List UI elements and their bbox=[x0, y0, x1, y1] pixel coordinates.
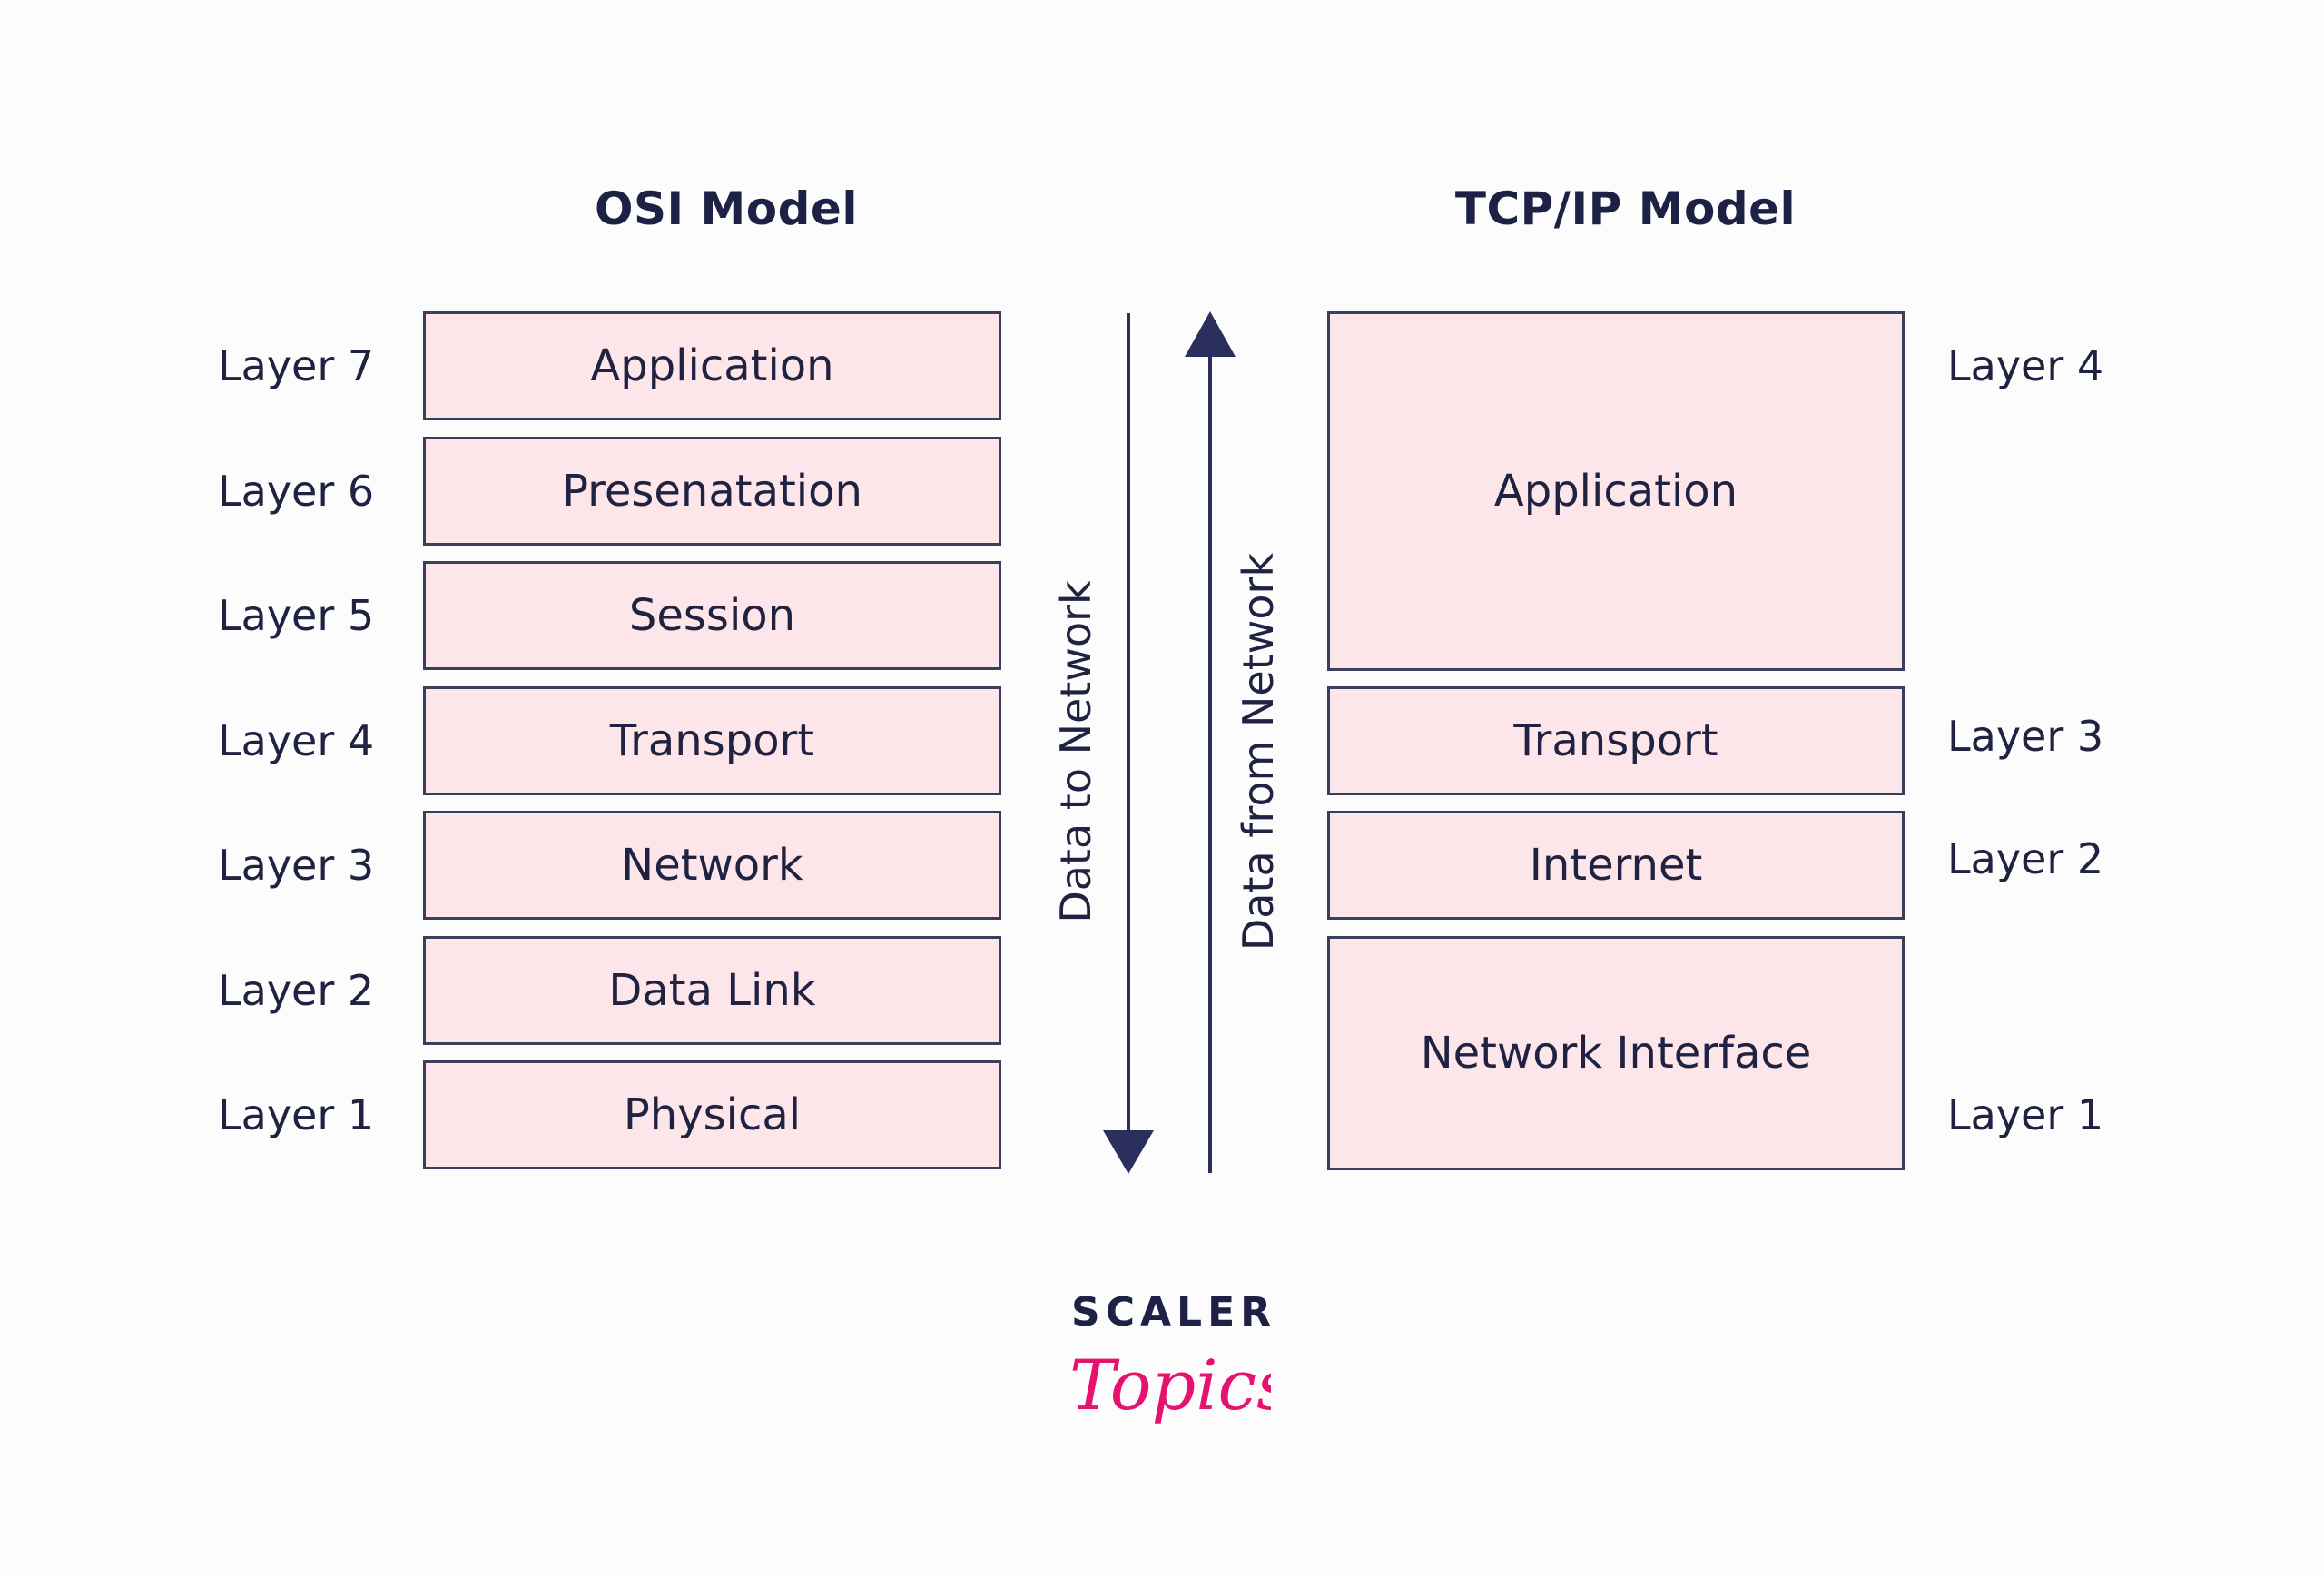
osi-layer-7-label: Layer 7 bbox=[218, 341, 375, 390]
data-from-network-label: Data from Network bbox=[1234, 552, 1283, 951]
osi-model-title: OSI Model bbox=[595, 182, 858, 235]
osi-layer-6-label: Layer 6 bbox=[218, 467, 375, 516]
osi-application-box: Application bbox=[423, 311, 1001, 420]
scaler-topics-logo: SCALER Topics bbox=[1053, 1280, 1271, 1462]
osi-data-link-box: Data Link bbox=[423, 936, 1001, 1045]
osi-presentation-box: Presenatation bbox=[423, 437, 1001, 546]
osi-layer-3-label: Layer 3 bbox=[218, 841, 375, 890]
tcpip-transport-box: Transport bbox=[1327, 686, 1905, 795]
tcpip-layer-2-label: Layer 2 bbox=[1947, 834, 2104, 883]
tcpip-model-title: TCP/IP Model bbox=[1454, 182, 1797, 235]
svg-text:Topics: Topics bbox=[1069, 1345, 1271, 1425]
osi-session-box: Session bbox=[423, 561, 1001, 670]
tcpip-internet-box: Internet bbox=[1327, 811, 1905, 920]
osi-physical-box: Physical bbox=[423, 1060, 1001, 1169]
osi-layer-4-label: Layer 4 bbox=[218, 716, 375, 765]
osi-network-box: Network bbox=[423, 811, 1001, 920]
osi-layer-2-label: Layer 2 bbox=[218, 966, 375, 1015]
osi-layer-5-label: Layer 5 bbox=[218, 591, 375, 640]
tcpip-application-box: Application bbox=[1327, 311, 1905, 671]
down-arrow-head bbox=[1103, 1130, 1154, 1174]
data-to-network-label: Data to Network bbox=[1051, 580, 1100, 923]
osi-transport-box: Transport bbox=[423, 686, 1001, 795]
logo-topics-script: Topics bbox=[1069, 1345, 1271, 1425]
tcpip-network-interface-box: Network Interface bbox=[1327, 936, 1905, 1170]
osi-layer-1-label: Layer 1 bbox=[218, 1090, 375, 1139]
tcpip-layer-4-label: Layer 4 bbox=[1947, 341, 2104, 390]
logo-scaler-text: SCALER bbox=[1071, 1289, 1277, 1336]
tcpip-layer-3-label: Layer 3 bbox=[1947, 712, 2104, 761]
up-arrow-head bbox=[1185, 311, 1236, 357]
tcpip-layer-1-label: Layer 1 bbox=[1947, 1090, 2104, 1139]
